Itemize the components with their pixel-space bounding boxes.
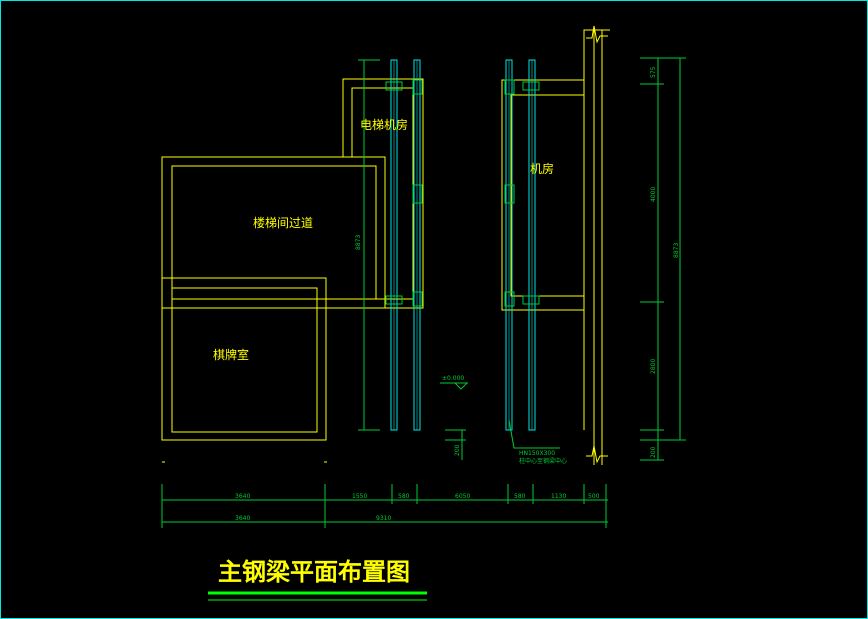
dim-row2-2: 9310 [376,515,391,522]
stair-passage-outer [161,156,386,309]
dim-right-total: 8873 [673,243,680,258]
beam-joints [385,79,540,307]
label-machine-room: 机房 [530,161,554,176]
dim-left-bottom: 200 [454,444,461,456]
stair-passage-inner [171,165,377,300]
level-mark: ±0.000 [442,375,464,382]
dim-right-mid-lower: 2800 [650,359,657,374]
machine-room-inner [510,94,585,297]
elevator-room-outer [326,78,424,309]
chess-room-inner [171,287,318,433]
dimension-lines [161,57,686,528]
dim-row1-4: 6050 [455,493,470,500]
dim-right-mid-upper: 4000 [650,187,657,202]
steel-note-2: 柱中心至钢梁中心 [519,457,567,465]
label-stair-passage: 楼梯间过道 [253,215,313,230]
dim-row1-2: 1550 [352,493,367,500]
steel-note-1: HN150X300 [519,450,555,457]
steel-beams [390,59,536,431]
label-chess-room: 棋牌室 [213,347,249,362]
drawing-title: 主钢梁平面布置图 [218,558,410,586]
dim-row1-1: 3640 [235,493,250,500]
label-elevator-machine-room: 电梯机房 [360,117,408,132]
machine-room-link-top [583,29,610,80]
dim-row1-6: 1130 [551,493,566,500]
dim-row1-3: 580 [398,493,410,500]
dim-row1-7: 500 [588,493,600,500]
dim-row2-1: 3640 [235,515,250,522]
dim-left-vertical: 8873 [355,235,362,250]
dim-right-top: 575 [650,66,657,78]
room-outlines [161,25,610,465]
break-mark-top [586,25,608,44]
break-mark-bottom [586,445,608,464]
chess-room-outer [161,277,327,441]
dim-right-bottom: 200 [650,446,657,458]
dim-row1-5: 580 [514,493,526,500]
